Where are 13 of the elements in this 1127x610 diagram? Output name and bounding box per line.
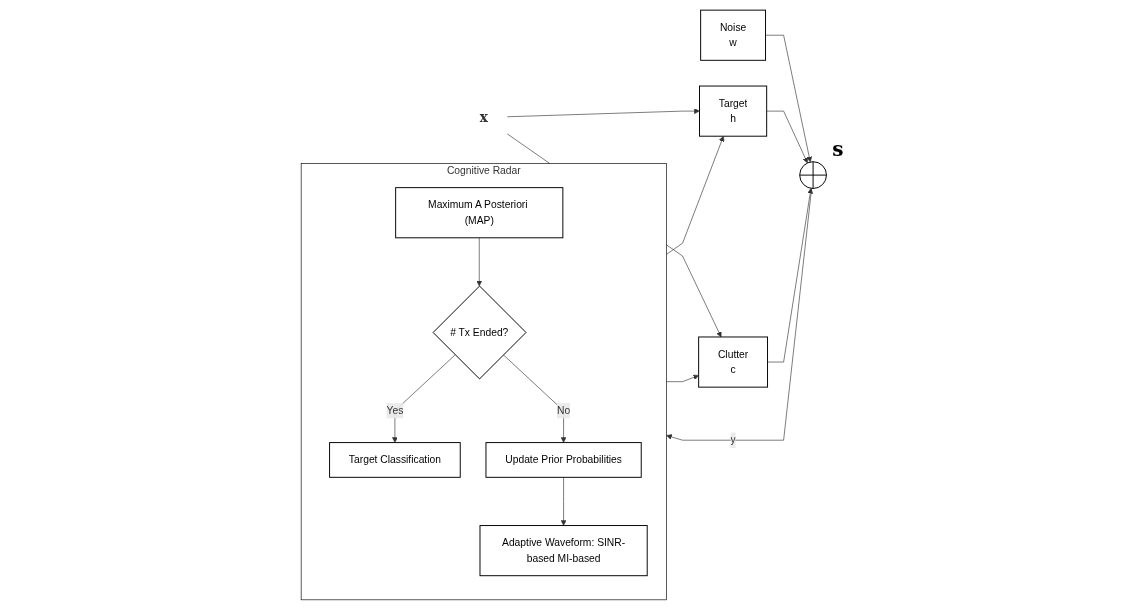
node-box: Update Prior Probabilities — [485, 442, 642, 478]
node-box: Target Classification — [328, 442, 461, 478]
node-box: Maximum A Posteriori (MAP) — [394, 187, 563, 239]
node-text: x — [479, 108, 488, 126]
edge-label: Yes — [386, 404, 403, 416]
edge-label: y — [730, 434, 736, 446]
node-diamond: # Tx Ended? — [432, 285, 527, 380]
edge-label: No — [556, 404, 570, 416]
node-box: Adaptive Waveform: SINR-based MI-based — [479, 525, 648, 577]
node-box: Noise w — [699, 9, 766, 61]
node-box: Clutter c — [697, 336, 768, 388]
node-caption: s — [832, 137, 844, 160]
node-box: Target h — [698, 85, 767, 137]
